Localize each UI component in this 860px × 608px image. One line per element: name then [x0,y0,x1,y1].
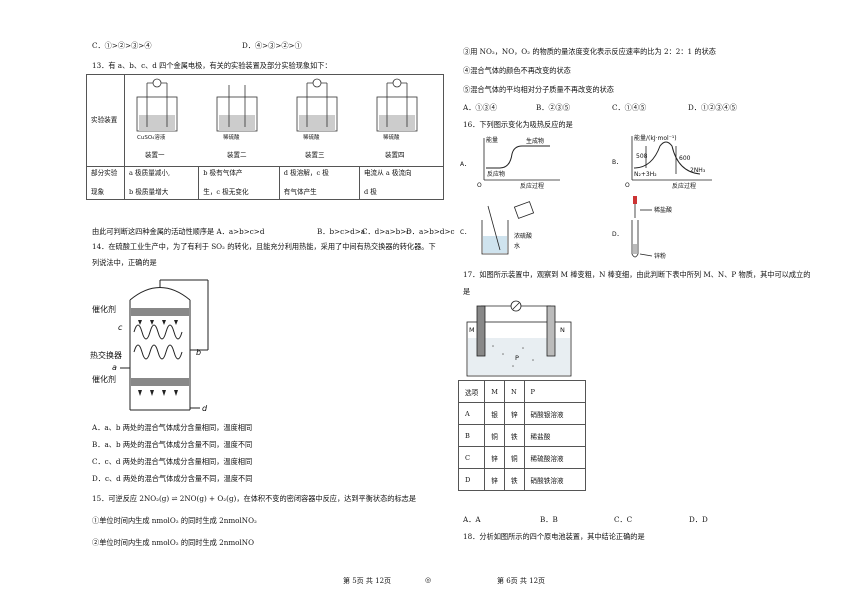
q17-option-a: A．A [463,515,481,524]
q16d-metal: 锌粉 [654,252,666,260]
point-c-label: c [118,323,123,332]
device2-label: 装置二 [227,150,247,159]
q15-option-b: B．②③⑤ [536,103,571,112]
q16a-label: A． [460,161,470,168]
row-header-phenomena: 部分实验 现象 [86,166,125,200]
phenomenon-2: b 极有气体产 生，c 极无变化 [198,166,280,200]
q13-stem: 13．有 a、b、c、d 四个金属电极，有关的实验装置及部分实验现象如下： [92,61,332,70]
q16c-water: 水 [514,242,520,250]
table-header-cell: 选项 [457,380,486,403]
q16c-label: C． [460,229,470,236]
q14-stem-line2: 列说法中，正确的是 [92,258,157,267]
q14-option-a: A．a、b 两处的混合气体成分含量相同，温度相同 [92,423,253,432]
q17-stem-line1: 17．如图所示装置中，观察到 M 棒变粗，N 棒变细，由此判断下表中所列 M、N… [463,270,811,279]
q16d-acid: 稀盐酸 [654,206,672,214]
q16-option-b-figure: B． 能量/(kJ·mol⁻¹) 508 600 N₂+3H₂ 2NH₃ 反应过… [612,134,712,190]
q14-option-d: D．c、d 两处的混合气体成分含量不同，温度不同 [92,474,253,483]
q16b-value-508: 508 [636,153,648,160]
point-a-label: a [112,363,117,372]
footer-center-mark: ◎ [425,576,432,584]
phenomenon-1: a 极质量减小, b 极质量增大 [123,166,200,200]
device1-label: 装置一 [145,150,165,159]
q15-item-3: ③用 NO₂，NO，O₂ 的物质的量浓度变化表示反应速率的比为 2：2：1 的状… [463,47,716,56]
q15-item-1: ①单位时间内生成 nmolO₂ 的同时生成 2nmolNO₂ [92,516,257,525]
phenomenon-3: d 极溶解，c 极 有气体产生 [278,166,360,200]
device4-solution: 稀硫酸 [383,133,400,141]
q16b-reactant: N₂+3H₂ [634,171,657,178]
point-d-label: d [202,404,208,413]
catalyst-label-top: 催化剂 [92,304,116,314]
device2-solution: 稀硫酸 [223,133,240,141]
q16-option-a-figure: A． 能量 生成物 反应物 反应过程 O [460,136,560,190]
q17-apparatus-figure: M N P [466,300,572,377]
heat-exchanger-label: 热交换器 [90,350,122,360]
q16b-value-600: 600 [679,155,691,162]
q16a-reactant: 反应物 [487,170,505,178]
solution-p-label: P [515,354,519,362]
q15-item-5: ⑤混合气体的平均相对分子质量不再改变的状态 [463,85,614,94]
row-header-device: 实验装置 [86,74,125,167]
q14-option-c: C．c、d 两处的混合气体成分含量相同，温度相同 [92,457,253,466]
q16b-label: B． [612,159,622,166]
footer-page-left: 第 5页 共 12页 [343,577,392,585]
q13-option-c: C．d>a>b>c [362,227,411,236]
device1-solution: CuSO₄溶液 [137,133,166,141]
q17-option-c: C．C [614,515,633,524]
q15-option-d: D．①②③④⑤ [688,103,737,112]
footer-page-right: 第 6页 共 12页 [497,577,546,585]
q12-option-d: D．④>③>②>① [242,41,302,50]
catalyst-label-bottom: 催化剂 [92,374,116,384]
converter-figure: 催化剂 热交换器 催化剂 c a b d [90,279,209,413]
q16-option-c-figure: C． 浓硫酸 水 [460,201,535,255]
q14-stem-line1: 14．在硫酸工业生产中，为了有利于 SO₂ 的转化，且能充分利用热能，采用了中间… [92,242,436,251]
table-header-cell: M [484,380,505,403]
electrode-m-label: M [469,326,475,334]
table-header-cell: P [523,380,586,403]
q16a-ylabel: 能量 [486,136,498,144]
q17-option-b: B．B [540,515,558,524]
q16a-xlabel: 反应过程 [520,182,544,190]
q16c-acid: 浓硫酸 [514,232,532,240]
q12-option-c: C．①>②>③>④ [92,41,152,50]
q17-option-d: D．D [689,515,708,524]
q15-stem: 15．可逆反应 2NO₂(g) ⇌ 2NO(g) + O₂(g)，在体积不变的密… [92,494,417,503]
q16-option-d-figure: D． 稀盐酸 锌粉 [612,196,672,260]
q15-option-c: C．①④⑤ [612,103,647,112]
phenomenon-4: 电流从 a 极流向 d 极 [358,166,445,200]
table-header-cell: N [503,380,525,403]
q16d-label: D． [612,231,623,238]
q16b-origin: O [625,182,630,189]
device3-label: 装置三 [305,150,325,159]
q16b-ylabel: 能量/(kJ·mol⁻¹) [634,134,677,142]
point-b-label: b [196,348,201,357]
electrochem-devices-figure: CuSO₄溶液 稀硫酸 稀硫酸 稀硫酸 装置一 装置二 装置三 装置四 [136,78,418,159]
q16b-product: 2NH₃ [690,167,706,174]
device-images: CuSO₄溶液 稀硫酸 稀硫酸 稀硫酸 装置一 装置二 装置三 装置四 [124,74,444,167]
table-header-row: 选项 M N P [457,380,586,403]
q14-option-b: B．a、b 两处的混合气体成分含量不同，温度不同 [92,440,253,449]
q13-conclusion: 由此可判断这四种金属的活动性顺序是 A．a>b>c>d [92,227,265,236]
q18-stem: 18．分析如图所示的四个原电池装置，其中结论正确的是 [463,532,645,541]
q16a-origin: O [477,182,482,189]
q16-stem: 16．下列图示变化为吸热反应的是 [463,120,573,129]
q16a-product: 生成物 [526,137,544,145]
q13-table: 实验装置 [86,74,445,200]
electrode-n-label: N [560,326,565,334]
device4-label: 装置四 [385,150,405,159]
device3-solution: 稀硫酸 [303,133,320,141]
q17-stem-line2: 是 [463,287,471,296]
q16b-xlabel: 反应过程 [672,182,696,190]
q13-option-b: B．b>c>d>a [317,227,366,236]
q15-item-4: ④混合气体的颜色不再改变的状态 [463,66,571,75]
q15-option-a: A．①③④ [463,103,497,112]
q13-option-d: D．a>b>d>c [406,227,455,236]
q15-item-2: ②单位时间内生成 nmolO₂ 的同时生成 2nmolNO [92,538,254,547]
